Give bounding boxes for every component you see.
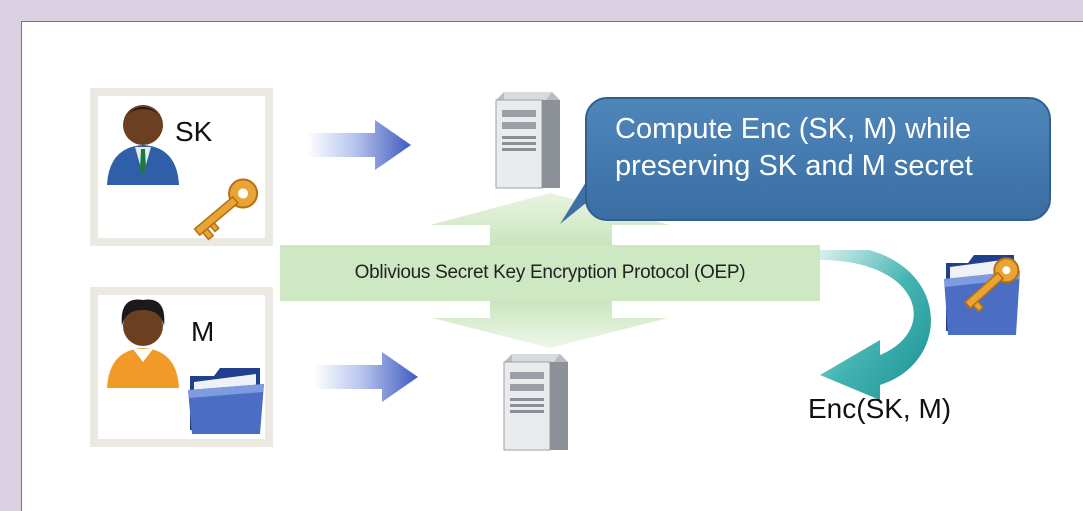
callout-line-1: Compute Enc (SK, M) while	[615, 113, 972, 145]
server-icon	[495, 92, 560, 189]
person-icon	[107, 105, 179, 185]
flow-arrow-bottom	[314, 352, 418, 402]
server-icon	[503, 354, 568, 451]
result-label: Enc(SK, M)	[808, 393, 952, 424]
key-icon	[193, 178, 259, 241]
folder-icon	[188, 368, 264, 434]
flow-arrow-top	[307, 120, 411, 170]
callout: Compute Enc (SK, M) while preserving SK …	[585, 97, 1051, 221]
protocol-band	[280, 245, 820, 301]
folder-key-icon	[944, 255, 1020, 335]
sk-label: SK	[175, 116, 213, 147]
person-icon	[107, 299, 179, 388]
m-label: M	[191, 316, 215, 347]
protocol-arrow-up	[430, 193, 670, 245]
protocol-label: Oblivious Secret Key Encryption Protocol…	[354, 262, 746, 283]
protocol-arrow-down	[432, 300, 668, 348]
curved-arrow	[820, 250, 931, 400]
callout-line-2: preserving SK and M secret	[615, 150, 973, 182]
